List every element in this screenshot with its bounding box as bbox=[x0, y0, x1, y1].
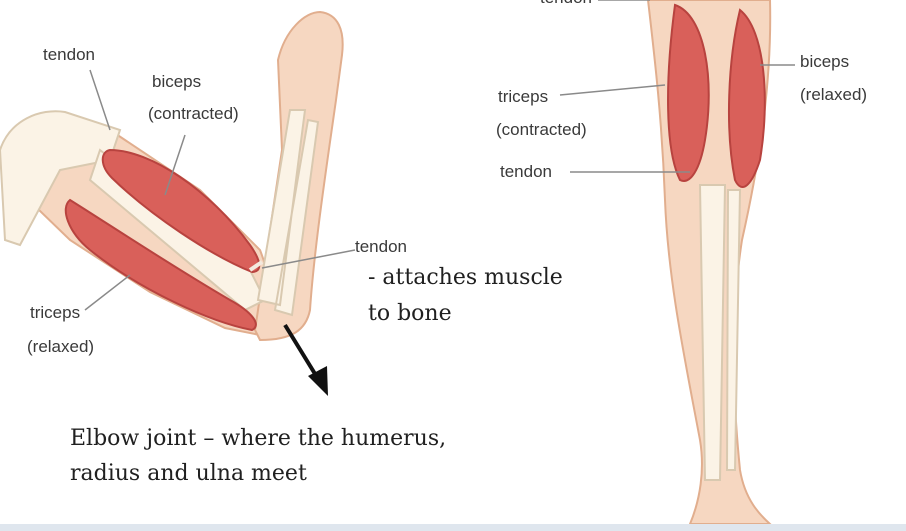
leader-triceps bbox=[85, 275, 130, 310]
label-triceps: triceps bbox=[30, 303, 80, 323]
leader-right-triceps bbox=[560, 85, 665, 95]
bottom-divider-bar bbox=[0, 524, 906, 531]
tendon-note-line2: to bone bbox=[368, 300, 452, 328]
leg-bones bbox=[700, 185, 740, 480]
label-right-triceps: triceps bbox=[498, 87, 548, 107]
tendon-note-line1: - attaches muscle bbox=[368, 264, 563, 292]
label-right-biceps: biceps bbox=[800, 52, 849, 72]
label-right-triceps-state: (contracted) bbox=[496, 120, 587, 140]
label-tendon-elbow: tendon bbox=[355, 237, 407, 257]
label-right-tendon-top: tendon bbox=[540, 0, 592, 8]
elbow-note-line2: radius and ulna meet bbox=[70, 460, 307, 488]
label-biceps-state: (contracted) bbox=[148, 104, 239, 124]
elbow-note-line1: Elbow joint – where the humerus, bbox=[70, 425, 446, 453]
label-biceps: biceps bbox=[152, 72, 201, 92]
label-triceps-state: (relaxed) bbox=[27, 337, 94, 357]
label-right-biceps-state: (relaxed) bbox=[800, 85, 867, 105]
leg-illustration bbox=[560, 0, 795, 524]
label-right-tendon: tendon bbox=[500, 162, 552, 182]
label-tendon-top: tendon bbox=[43, 45, 95, 65]
